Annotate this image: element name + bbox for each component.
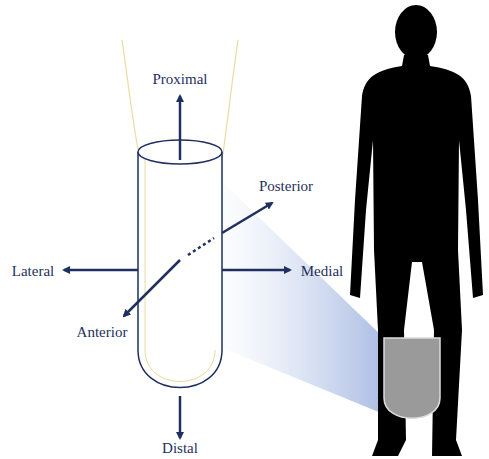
proximal-label: Proximal [153,72,208,87]
limb-outline [222,40,238,160]
proximal-arrow [179,96,182,160]
medial-arrow [222,269,290,272]
lateral-arrow [64,269,138,272]
lateral-label: Lateral [12,264,54,279]
human-silhouette [350,5,483,456]
distal-arrow [179,396,182,438]
socket-on-leg [384,338,440,418]
anterior-arrow [124,260,180,316]
medial-label: Medial [301,264,344,279]
posterior-hidden [188,238,214,255]
socket-cup [138,152,222,388]
anterior-label: Anterior [77,325,128,340]
posterior-arrow [222,203,272,233]
socket-inner [145,158,215,382]
limb-outline [122,40,140,160]
distal-label: Distal [162,441,198,456]
posterior-label: Posterior [259,179,313,194]
